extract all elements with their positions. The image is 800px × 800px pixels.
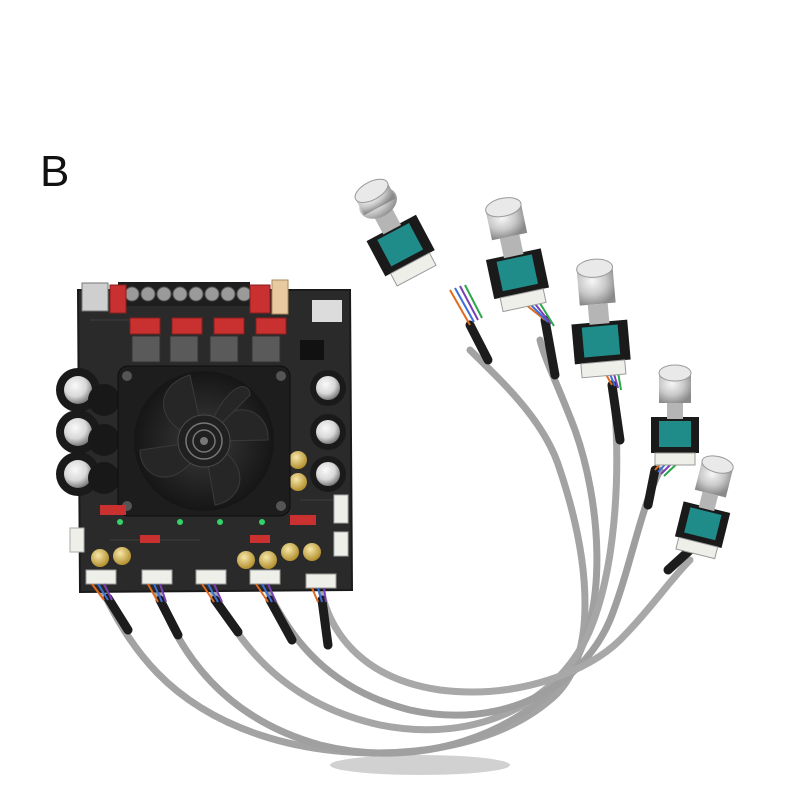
cable-3: [206, 406, 621, 734]
heat-shrink-board-side: [103, 593, 333, 650]
heat-shrink-pot-side: [465, 315, 695, 575]
panel-label: B: [40, 147, 70, 196]
amplifier-board: [56, 279, 354, 603]
left-capacitors: [56, 368, 120, 496]
board-connectors: [85, 569, 337, 589]
cable-1: [96, 346, 589, 757]
cable-5: [316, 556, 694, 696]
floor-shadow: [330, 755, 510, 775]
potentiometer-4: [651, 364, 699, 466]
potentiometer-1: [354, 178, 437, 287]
potentiometer-5: [674, 455, 734, 560]
cable-group: [96, 336, 694, 757]
cable-4: [261, 466, 664, 719]
potentiometer-3: [571, 258, 631, 379]
cooling-fan: [117, 365, 291, 517]
right-capacitors: [289, 370, 346, 492]
dc-power-jack: [81, 282, 109, 312]
potentiometer-2: [485, 197, 550, 313]
